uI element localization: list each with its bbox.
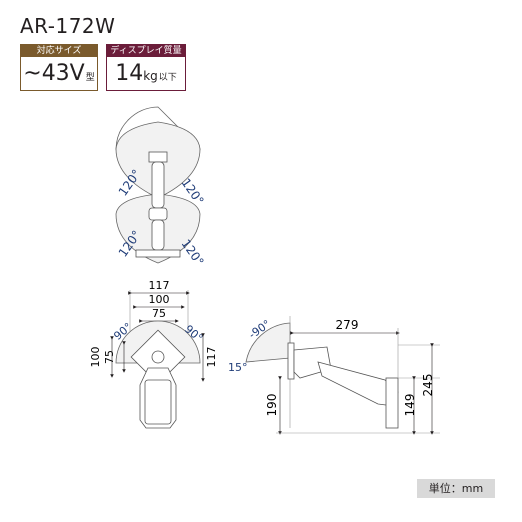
- top-view: 120° 120° 120° 120°: [115, 106, 207, 269]
- supported-size-label: 対応サイズ: [21, 45, 97, 57]
- side-view: 279 -90° 15° 190 149 245: [228, 316, 440, 435]
- plate-hub: [151, 350, 165, 364]
- weight-number: 14: [115, 61, 144, 86]
- front-height-117: 117: [205, 347, 218, 368]
- weight-unit: kg: [143, 69, 158, 83]
- weight-suffix: 以下: [158, 73, 177, 83]
- front-height-100: 100: [89, 347, 102, 368]
- angle-lower-right: 120°: [179, 237, 207, 269]
- unit-label: 単位：mm: [417, 479, 495, 498]
- plate-height-245: 245: [421, 374, 435, 397]
- side-wall-plate: [385, 377, 399, 429]
- front-width-100: 100: [149, 293, 170, 306]
- size-prefix: ~: [23, 61, 42, 86]
- side-depth-279: 279: [336, 318, 359, 332]
- side-display-plate: [287, 342, 295, 380]
- side-height-190: 190: [265, 394, 279, 417]
- front-view: 117 100 75 90° 90° 100 75 117: [89, 279, 218, 429]
- size-number: 43V: [41, 61, 85, 86]
- arm-joint: [148, 207, 168, 221]
- size-suffix: 型: [85, 73, 95, 83]
- arm-upper: [151, 161, 165, 209]
- tilt-fan: [245, 322, 291, 363]
- tilt-down-angle: 15°: [228, 361, 248, 374]
- arm-lower: [151, 219, 165, 251]
- display-weight-label: ディスプレイ質量: [107, 45, 185, 57]
- swivel-fan-upper-top: [115, 121, 201, 150]
- front-wall-plate: [144, 379, 172, 425]
- plate-height-149: 149: [403, 394, 417, 417]
- model-number: AR-172W: [20, 14, 116, 38]
- display-plate-top: [135, 249, 181, 258]
- front-height-75: 75: [103, 350, 116, 364]
- wall-plate-top: [148, 151, 168, 163]
- front-width-117: 117: [149, 279, 170, 292]
- front-width-75: 75: [152, 307, 166, 320]
